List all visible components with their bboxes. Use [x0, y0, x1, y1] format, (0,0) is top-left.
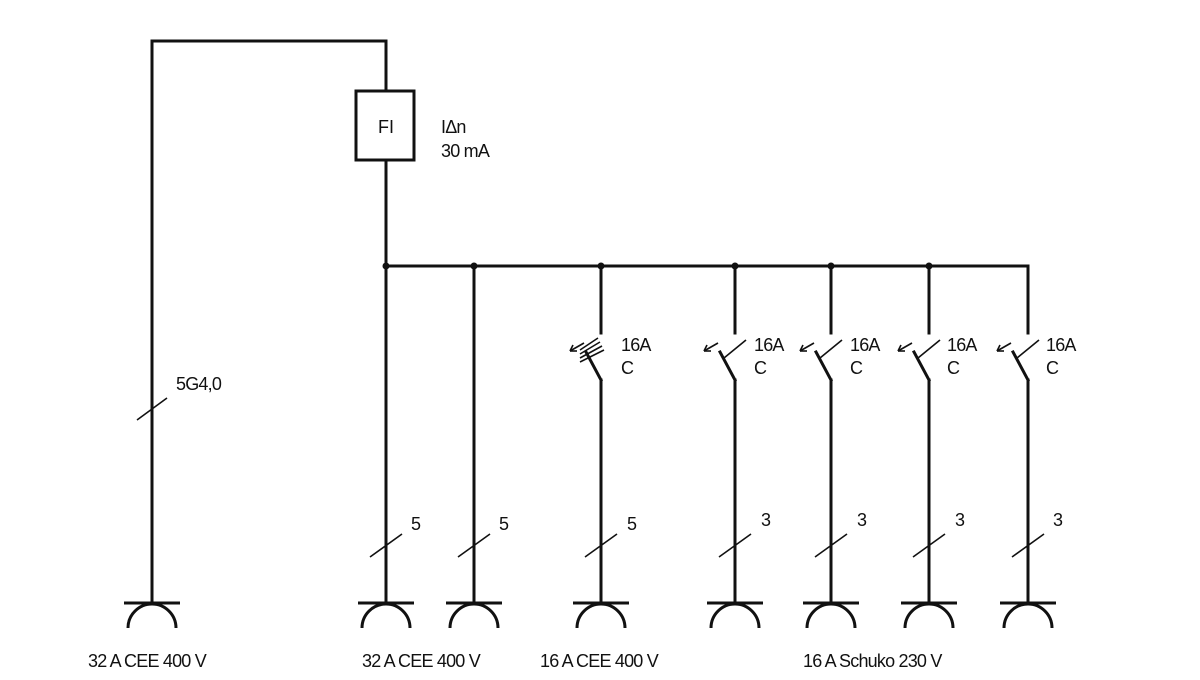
socket-symbols: [124, 601, 1056, 629]
socket-icon: [803, 601, 859, 629]
breaker-rating-4: 16A: [947, 335, 977, 355]
conductor-count-7: 3: [1053, 510, 1063, 530]
socket-icon: [1000, 601, 1056, 629]
trip-arrow-4: [897, 342, 913, 352]
breaker-curve-2: C: [754, 358, 767, 378]
breaker-pole-mark-5: [1016, 339, 1040, 359]
breaker-rating-1: 16A: [621, 335, 651, 355]
breaker-curve-1: C: [621, 358, 634, 378]
socket-group-label-3: 16 A CEE 400 V: [540, 651, 659, 671]
trip-arrow-1: [569, 342, 585, 352]
rcd-rating-line2: 30 mA: [441, 141, 490, 161]
conductor-count-2: 5: [499, 514, 509, 534]
socket-icon: [358, 601, 414, 629]
supply-cable-label: 5G4,0: [176, 374, 222, 394]
breaker-symbol-4: [911, 264, 932, 605]
conductor-count-5: 3: [857, 510, 867, 530]
conductor-slashes: [136, 397, 1045, 558]
supply-feed-line: [150, 39, 388, 605]
junction-dots: [382, 262, 933, 270]
breaker-pole-mark-3: [819, 339, 843, 359]
breaker-curve-3: C: [850, 358, 863, 378]
breaker-rating-2: 16A: [754, 335, 784, 355]
socket-group-label-2: 32 A CEE 400 V: [362, 651, 481, 671]
socket-group-label-4: 16 A Schuko 230 V: [803, 651, 942, 671]
breaker-pole-mark-4: [917, 339, 941, 359]
breaker-pole-mark-2: [723, 339, 747, 359]
rcd-rating-line1: IΔn: [441, 117, 466, 137]
socket-icon: [446, 601, 502, 629]
rcd-label: FI: [378, 117, 394, 137]
breaker-rating-3: 16A: [850, 335, 880, 355]
socket-icon: [573, 601, 629, 629]
breaker-curve-4: C: [947, 358, 960, 378]
conductor-count-3: 5: [627, 514, 637, 534]
breaker-symbol-2: [717, 264, 738, 605]
socket-group-label-1: 32 A CEE 400 V: [88, 651, 207, 671]
trip-arrow-5: [996, 342, 1012, 352]
breaker-symbol-1: [583, 264, 604, 605]
trip-arrow-3: [799, 342, 815, 352]
socket-icon: [124, 601, 180, 629]
breaker-rating-5: 16A: [1046, 335, 1076, 355]
conductor-count-6: 3: [955, 510, 965, 530]
breaker-curve-5: C: [1046, 358, 1059, 378]
trip-arrow-2: [703, 342, 719, 352]
socket-icon: [707, 601, 763, 629]
socket-icon: [901, 601, 957, 629]
breaker-pole-marks: [579, 337, 605, 363]
breaker-symbol-3: [813, 264, 834, 605]
breaker-symbol-5: [1010, 264, 1031, 605]
conductor-count-4: 3: [761, 510, 771, 530]
conductor-count-1: 5: [411, 514, 421, 534]
